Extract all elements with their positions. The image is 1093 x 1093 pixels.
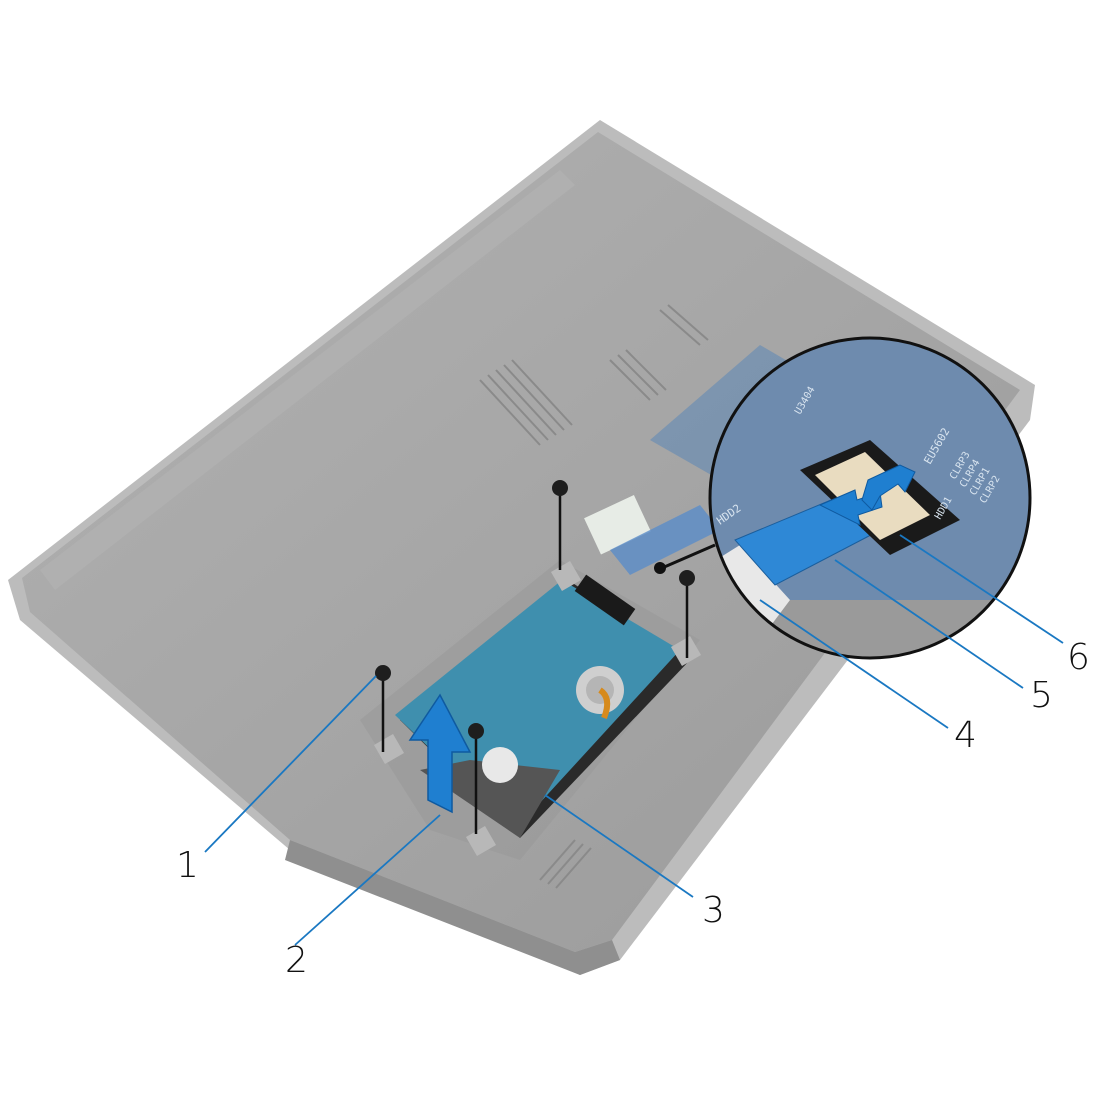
callout-6: 6 [1067, 637, 1090, 678]
vent-grille [479, 304, 709, 889]
hdd-connector [574, 574, 636, 626]
callout-2: 2 [285, 940, 308, 981]
callout-line-6 [899, 534, 1064, 644]
wireless-card [584, 495, 651, 555]
callout-line-3 [544, 794, 694, 898]
screws [381, 495, 689, 834]
callout-3: 3 [702, 890, 725, 931]
callout-4: 4 [954, 715, 977, 756]
callout-line-4 [759, 599, 949, 729]
callout-5: 5 [1030, 675, 1053, 716]
lift-arrow-icon [408, 693, 472, 814]
screw-icon [552, 480, 568, 496]
zoom-leader [654, 543, 716, 574]
screw-icon [468, 723, 484, 739]
callout-lines [204, 534, 1064, 946]
flip-latch-arrow-icon [861, 464, 916, 511]
screw-icons [375, 480, 695, 739]
hard-drive-assembly [373, 560, 702, 857]
callout-line-1 [204, 675, 377, 853]
screw-icon [679, 570, 695, 586]
callout-1: 1 [176, 845, 199, 886]
screw-icon [375, 665, 391, 681]
callout-line-5 [834, 559, 1024, 689]
callout-line-2 [294, 814, 441, 946]
